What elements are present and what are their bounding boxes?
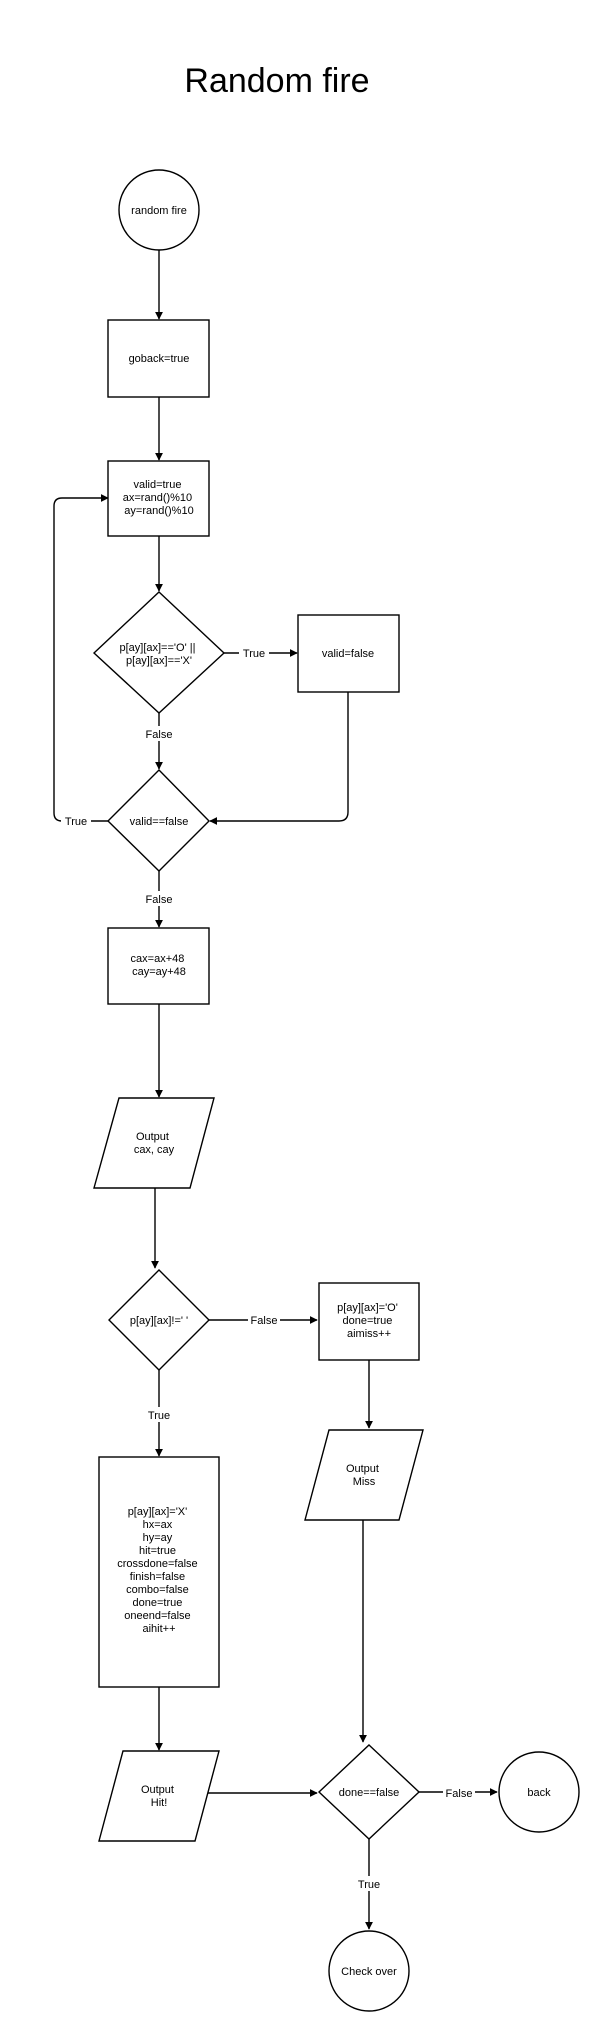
node-convert: cax=ax+48 cay=ay+48: [107, 927, 210, 1005]
edge-set-invalid-to-check-valid: [209, 692, 349, 825]
node-hit-update: p[ay][ax]='X' hx=ax hy=ay hit=true cross…: [98, 1456, 220, 1688]
node-back: back: [498, 1751, 580, 1833]
node-miss-update-label: p[ay][ax]='O' done=true aimiss++: [337, 1302, 401, 1340]
node-output-coords-label: Output cax, cay: [134, 1131, 175, 1156]
edge-check-valid-true-loop-to-init: [53, 494, 109, 822]
node-goback: goback=true: [107, 319, 210, 398]
node-check-done: done==false: [317, 1744, 421, 1840]
node-check-valid: valid==false: [107, 769, 210, 872]
node-output-coords: Output cax, cay: [93, 1097, 215, 1189]
node-start: random fire: [118, 169, 200, 251]
node-end: Check over: [328, 1930, 410, 2012]
node-init: valid=true ax=rand()%10 ay=rand()%10: [107, 460, 210, 537]
edge-label-check-cell-true: True: [243, 648, 265, 660]
edge-label-check-hit-false: False: [251, 1315, 278, 1327]
node-goback-label: goback=true: [129, 353, 190, 365]
node-check-done-label: done==false: [339, 1787, 400, 1799]
edge-label-check-done-true: True: [358, 1879, 380, 1891]
edge-label-check-valid-false: False: [146, 894, 173, 906]
node-output-miss: Output Miss: [304, 1429, 424, 1521]
node-output-hit-label: Output Hit!: [141, 1784, 177, 1809]
node-set-invalid-label: valid=false: [322, 648, 374, 660]
node-hit-update-label: p[ay][ax]='X' hx=ax hy=ay hit=true cross…: [117, 1506, 200, 1635]
node-check-cell: p[ay][ax]=='O' || p[ay][ax]=='X': [92, 591, 226, 714]
node-set-invalid: valid=false: [297, 614, 400, 693]
node-miss-update: p[ay][ax]='O' done=true aimiss++: [318, 1282, 420, 1361]
node-init-label: valid=true ax=rand()%10 ay=rand()%10: [123, 479, 195, 517]
edge-label-check-done-false: False: [446, 1788, 473, 1800]
diagram-title: Random fire: [184, 62, 369, 100]
node-back-label: back: [527, 1787, 551, 1799]
edge-labels: True False True False False True False T…: [61, 645, 475, 1891]
node-output-miss-label: Output Miss: [346, 1463, 382, 1488]
edge-label-check-cell-false: False: [146, 729, 173, 741]
node-check-valid-label: valid==false: [130, 816, 189, 828]
edge-label-check-valid-true: True: [65, 816, 87, 828]
node-output-hit: Output Hit!: [98, 1750, 220, 1842]
node-check-cell-label: p[ay][ax]=='O' || p[ay][ax]=='X': [119, 642, 198, 667]
node-check-hit-label: p[ay][ax]!=' ': [130, 1315, 188, 1327]
node-start-label: random fire: [131, 205, 187, 217]
node-end-label: Check over: [341, 1966, 397, 1978]
edge-label-check-hit-true: True: [148, 1410, 170, 1422]
node-convert-label: cax=ax+48 cay=ay+48: [131, 953, 188, 978]
node-check-hit: p[ay][ax]!=' ': [108, 1269, 210, 1371]
